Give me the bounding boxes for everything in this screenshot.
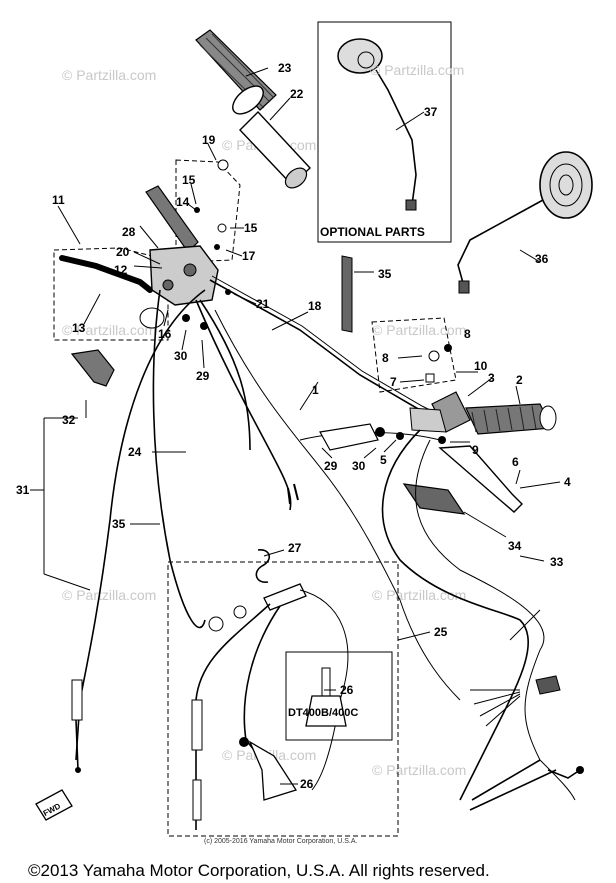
part-29-right: 29 [324,459,338,473]
connectors [182,314,404,451]
right-control [371,317,557,515]
part-17: 17 [242,249,256,263]
cable-clip [255,549,270,583]
part-34: 34 [508,539,522,553]
part-32: 32 [62,413,76,427]
part-22: 22 [290,87,304,101]
part-13: 13 [72,321,86,335]
part-36: 36 [535,252,549,266]
part-20: 20 [116,245,130,259]
part-28: 28 [122,225,136,239]
clutch-lever [59,255,153,293]
part-8-lower: 8 [382,351,389,365]
mirror-stem [375,69,417,206]
part-30-right: 30 [352,459,366,473]
part-2: 2 [516,373,523,387]
part-26-box: 26 [340,683,354,697]
right-grip [465,403,553,435]
part-15-lower: 15 [244,221,258,235]
grip-sleeve [239,110,311,186]
mirror-head [337,38,383,74]
part-14: 14 [176,195,190,209]
throttle-cable-box [167,561,399,837]
lever-cover-32 [70,349,115,387]
part-23: 23 [278,61,292,75]
part-15-upper: 15 [182,173,196,187]
watermarks: © Partzilla.com © Partzilla.com © Partzi… [62,67,466,778]
part-35-bottom: 35 [112,517,126,531]
part-12: 12 [114,263,128,277]
watermark: © Partzilla.com [370,62,464,78]
left-lever-box [53,247,169,341]
part-8-upper: 8 [464,327,471,341]
optional-parts-label: OPTIONAL PARTS [320,225,425,239]
watermark: © Partzilla.com [372,322,466,338]
lever-cover [402,483,466,515]
cable-joint [263,583,307,611]
part-26: 26 [300,777,314,791]
mirror-stem [457,199,544,291]
part-18: 18 [308,299,322,313]
model-box [285,651,393,741]
left-switch-grip [145,185,199,253]
left-switch-body [145,185,219,306]
cable-33-end [469,609,584,811]
part-35-top: 35 [378,267,392,281]
leader-lines [30,67,561,785]
watermark: © Partzilla.com [372,762,466,778]
throttle-area: DT400B/400C [167,549,399,837]
mirror-head [539,151,593,219]
part-3: 3 [488,371,495,385]
brake-lever [438,445,523,513]
part-19: 19 [202,133,216,147]
part-29-left: 29 [196,369,210,383]
clutch-cable-end [71,679,83,773]
part-1: 1 [312,383,319,397]
part-4: 4 [564,475,571,489]
cables [75,289,576,801]
part-24: 24 [128,445,142,459]
part-10: 10 [474,359,488,373]
part-labels: 23 22 37 36 35 18 11 12 20 13 19 15 14 1… [16,61,571,791]
left-grip [195,29,311,189]
part-30-left: 30 [174,349,188,363]
watermark: © Partzilla.com [62,67,156,83]
part-33: 33 [550,555,564,569]
mirror-base [405,199,417,211]
clip-35 [341,255,353,333]
part-5: 5 [380,453,387,467]
watermark: © Partzilla.com [62,587,156,603]
copyright-line: ©2013 Yamaha Motor Corporation, U.S.A. A… [28,861,490,880]
part-16: 16 [158,327,172,341]
watermark: © Partzilla.com [62,322,156,338]
throttle-cable-end [248,740,298,801]
part-31: 31 [16,483,30,497]
switch-housing [149,245,219,306]
part-21: 21 [256,297,270,311]
part-9: 9 [472,443,479,457]
model-label: DT400B/400C [288,707,358,719]
part-37: 37 [424,105,438,119]
part-25: 25 [434,625,448,639]
part-27: 27 [288,541,302,555]
part-7: 7 [390,375,397,389]
small-copyright: (c) 2005-2016 Yamaha Motor Corporation, … [204,838,357,845]
optional-parts-box: OPTIONAL PARTS [317,21,452,243]
optional-parts-frame [317,21,452,243]
mirror-36 [457,151,593,294]
part-11: 11 [52,193,65,207]
part-6: 6 [512,455,519,469]
fwd-arrow: FWD [35,789,73,821]
